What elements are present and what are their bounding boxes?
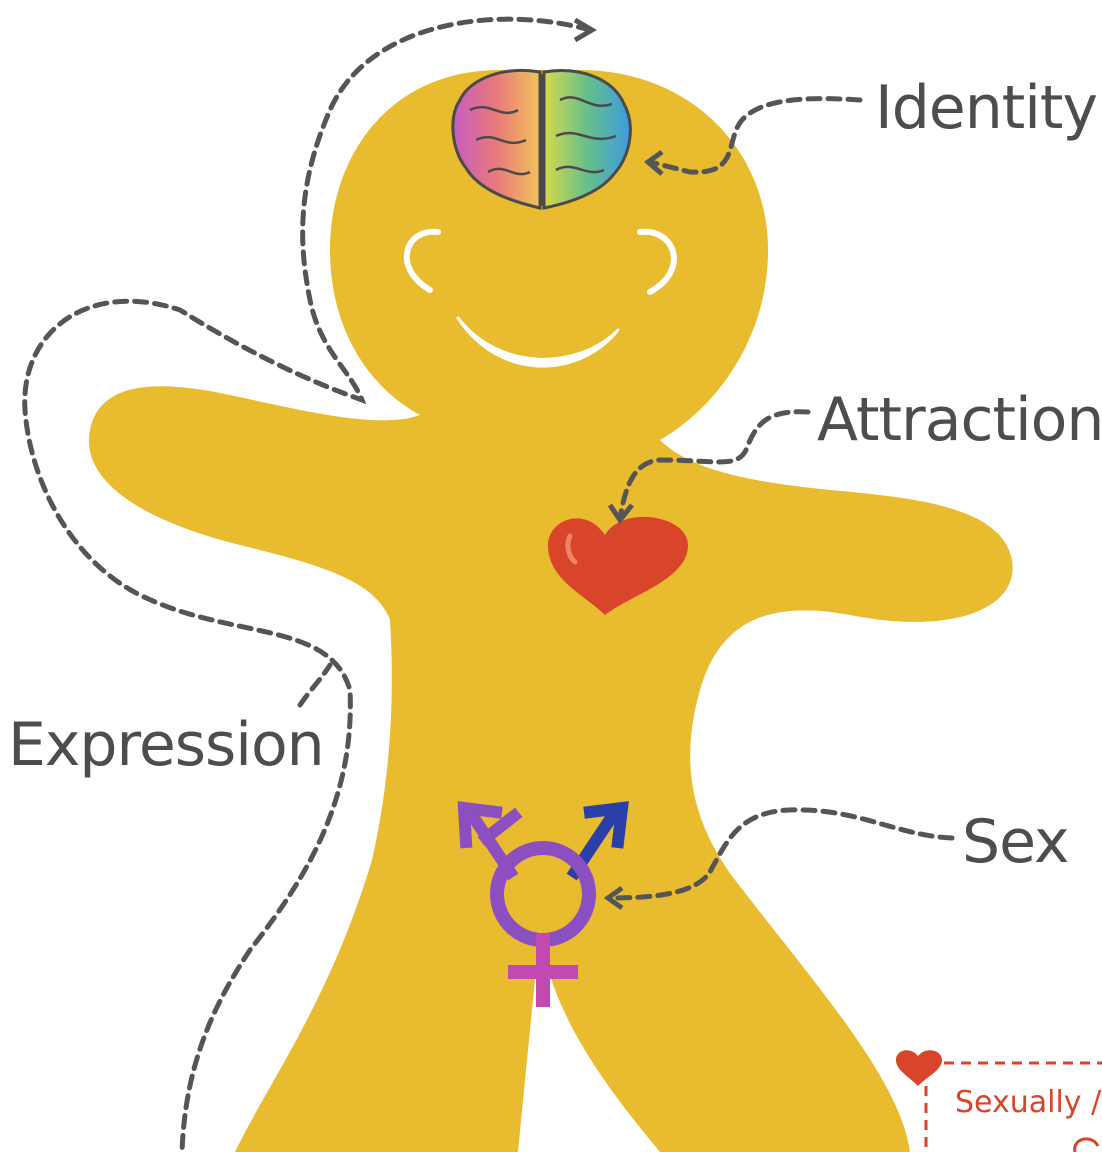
expression-label: Expression <box>8 710 324 780</box>
attraction-label: Attraction <box>817 385 1102 455</box>
legend-box: Sexually / <box>896 1050 1102 1152</box>
legend-partial-glyph <box>1075 1139 1098 1152</box>
identity-label: Identity <box>875 73 1097 143</box>
expression-pointer <box>300 665 330 705</box>
legend-heart-icon <box>896 1050 942 1086</box>
legend-text: Sexually / <box>955 1085 1102 1120</box>
sex-label: Sex <box>962 807 1068 877</box>
